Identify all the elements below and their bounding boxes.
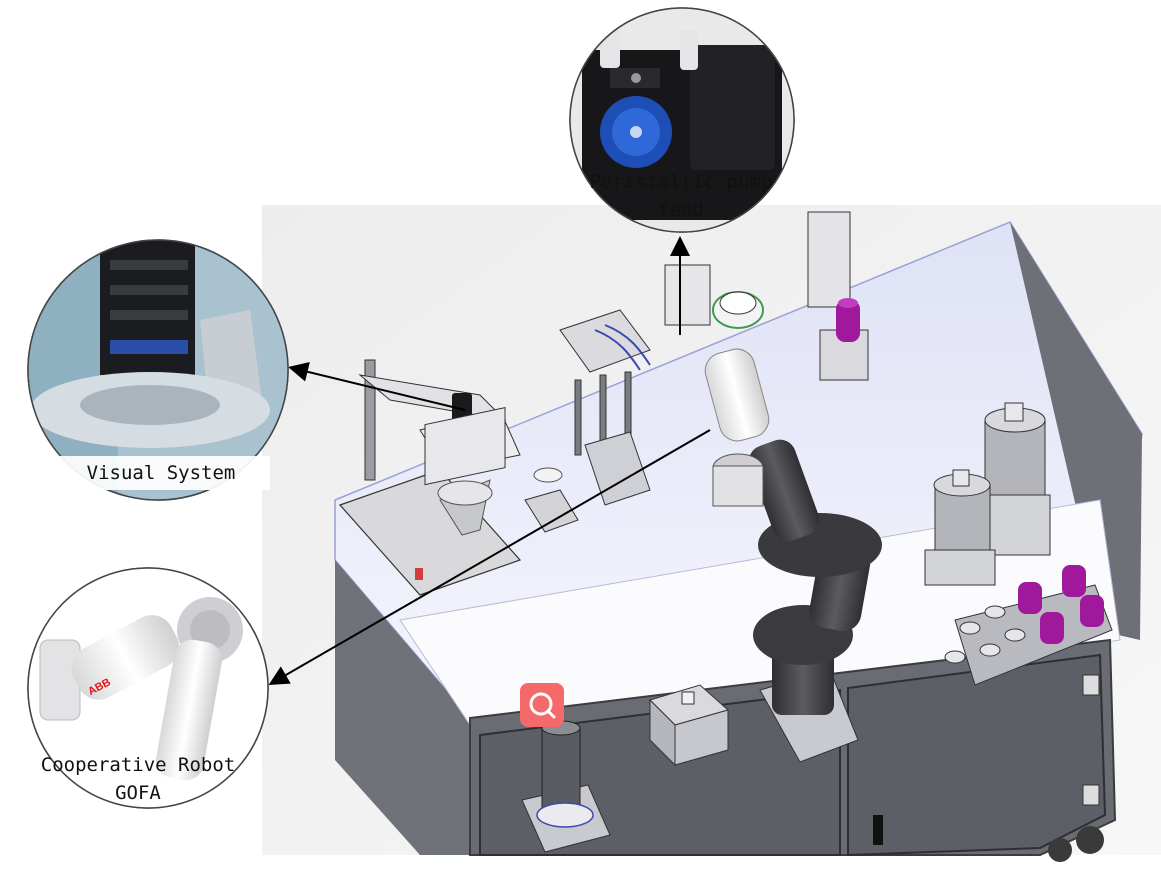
magenta-vial [836,300,860,342]
pump-callout [569,7,795,233]
vision-label: Visual System [52,456,270,490]
mid-frame-post [574,379,582,456]
abb-cobot-arm-photo: ABB [28,568,268,808]
left-module-column [364,359,376,481]
vial-rack-small-caps [944,605,1026,664]
magenta-vial-cap [838,298,858,308]
arrow-to-robot [268,429,711,686]
dissolver-right [984,402,1051,556]
mid-frame-top [559,309,651,373]
robot-label-line1: Cooperative Robot [40,754,236,776]
left-module-base [338,469,522,596]
dissolver-left [924,469,996,586]
sample-cup [533,467,563,483]
pump-module [664,264,711,326]
robot-label-line2: GOFA [115,782,161,804]
cabinet-door-right [847,653,1107,857]
robot-link-upper [748,439,820,542]
pump-label-line2: feed [658,199,704,221]
cabinet-hinge [1082,674,1100,696]
funnel-rim [437,480,493,506]
search-icon [529,692,556,719]
pump-label-line1: Peristaltic pump [589,171,773,193]
vial-rack-magenta-vials [1018,565,1104,644]
small-tray [524,489,579,533]
caster-wheel [1076,826,1104,854]
pump-label: Peristaltic pump feed [567,168,795,224]
column-ring [536,802,594,828]
pump-head-top [719,291,757,315]
vial-rack [954,584,1113,686]
red-indicator [415,568,423,580]
dispenser-frame [807,211,851,308]
search-badge[interactable] [520,683,564,727]
platform-side-left [335,500,470,855]
robot-label: Cooperative Robot GOFA [30,751,246,807]
platform-side-right [1010,222,1142,640]
robot-tool-cup [712,465,764,507]
deck-box-knob [681,691,695,705]
reaction-tank [584,431,651,506]
robot-wrist [704,348,770,442]
caster-wheel [1048,838,1072,862]
cabinet-hinge [1082,784,1100,806]
arrow-to-vision [288,362,466,411]
deck-box-side [674,709,729,766]
mid-frame-tubes [594,324,651,371]
peristaltic-pump-photo [570,8,794,232]
door-handle [873,815,883,845]
left-module-box [424,407,506,486]
column-pillar [541,727,581,817]
robot-callout: ABB [27,567,269,809]
vision-label-text: Visual System [86,462,236,484]
